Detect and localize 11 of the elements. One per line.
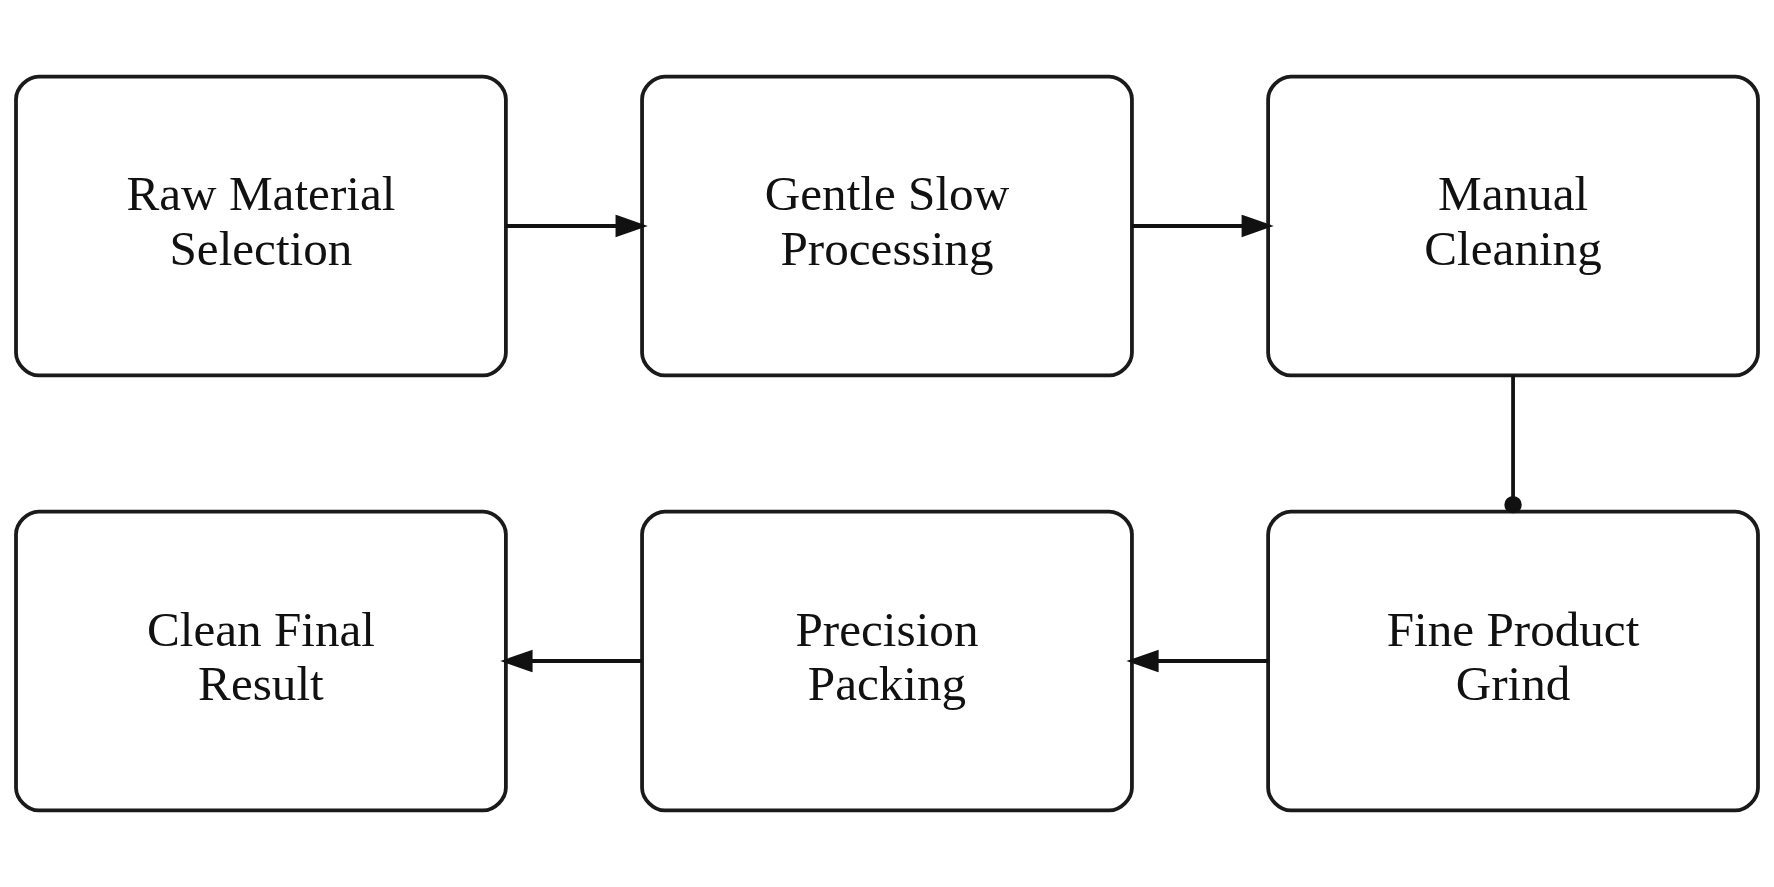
arrow	[506, 214, 648, 238]
arrow	[1126, 649, 1269, 673]
node-box: Precision Packing	[640, 509, 1134, 813]
node-box: Clean Final Result	[14, 509, 508, 813]
node-box: Manual Cleaning	[1266, 74, 1760, 378]
node-box: Fine Product Grind	[1266, 509, 1760, 813]
connector	[1504, 375, 1522, 514]
arrow	[500, 649, 642, 673]
arrow	[1132, 214, 1274, 238]
node-box: Gentle Slow Processing	[640, 74, 1134, 378]
node-box: Raw Material Selection	[14, 74, 508, 378]
